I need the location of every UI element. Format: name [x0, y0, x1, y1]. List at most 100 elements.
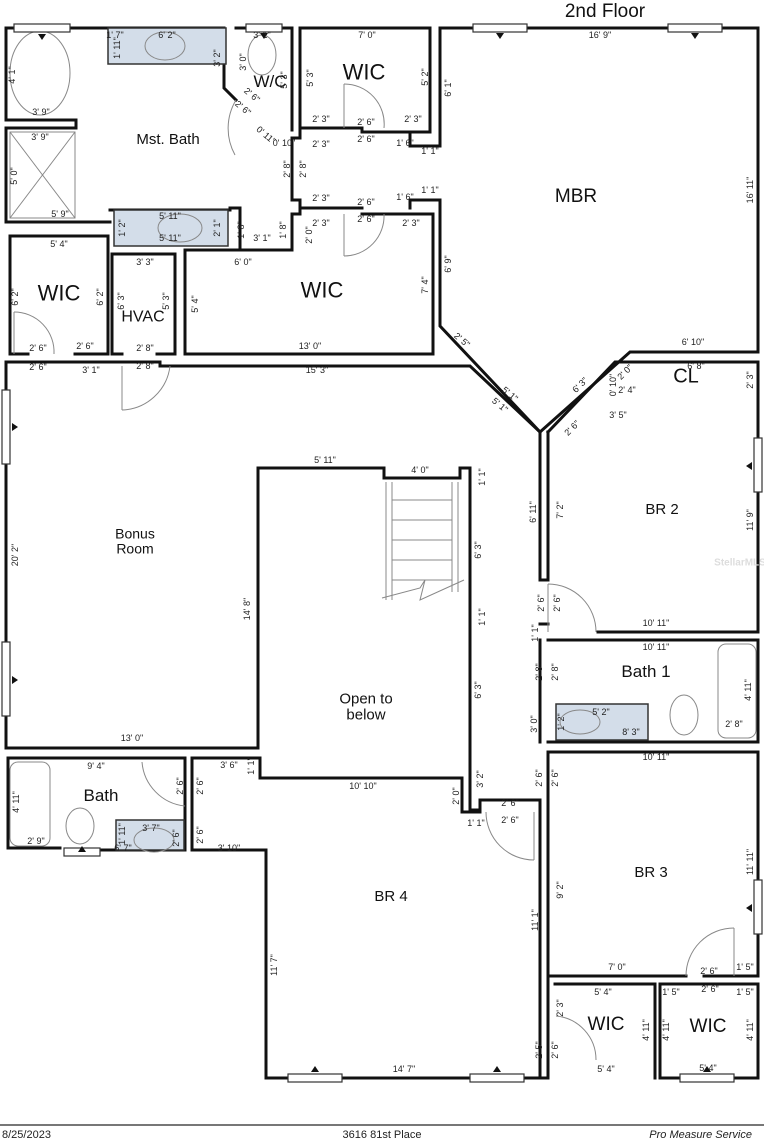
room-label-wic-bottom-right: WIC — [689, 1016, 727, 1038]
dimension-label: 10' 10" — [349, 781, 377, 791]
dimension-label: 11' 11" — [745, 848, 755, 876]
dimension-label: 7' 2" — [555, 501, 565, 519]
dimension-label: 6' 2" — [158, 30, 176, 40]
dimension-label: 3' 2" — [212, 49, 222, 67]
dimension-label: 3' 0" — [238, 53, 248, 71]
dimension-label: 2' 0" — [451, 787, 461, 805]
dimension-label: 1' 8" — [278, 221, 288, 239]
floor-title: 2nd Floor — [564, 1, 646, 22]
dimension-label: 2' 3" — [312, 193, 330, 203]
room-label-closet: CL — [673, 365, 699, 388]
dimension-label: 4' 11" — [745, 1019, 755, 1041]
dimension-label: 13' 0" — [120, 733, 144, 743]
dimension-label: 1' 5" — [662, 987, 680, 997]
dimension-label: 5' 2" — [592, 707, 610, 717]
room-label-mbr: MBR — [554, 186, 598, 208]
dimension-label: 1' 1" — [421, 146, 439, 156]
room-label-br2: BR 2 — [645, 501, 679, 519]
dimension-label: 2' 8" — [282, 160, 292, 178]
dimension-label: 9' 4" — [87, 761, 105, 771]
dimension-label: 1' 2" — [556, 713, 566, 731]
dimension-label: 7' 0" — [358, 30, 376, 40]
dimension-label: 1' 11" — [117, 823, 127, 845]
dimension-label: 16' 11" — [745, 176, 755, 204]
dimension-label: 10' 11" — [642, 618, 670, 628]
counters — [107, 27, 649, 851]
dimension-label: 3' 7" — [142, 823, 160, 833]
dimension-label: 6' 0" — [234, 257, 252, 267]
footer-date: 8/25/2023 — [2, 1129, 51, 1141]
dimension-label: 2' 6" — [550, 769, 560, 787]
dimension-label: 3' 1" — [253, 233, 271, 243]
dimension-label: 1' 1" — [421, 185, 439, 195]
dimension-label: 11' 7" — [269, 954, 279, 976]
room-label-wic-left: WIC — [37, 280, 81, 306]
dimension-label: 11' 9" — [745, 509, 755, 531]
dimension-label: 2' 6" — [501, 798, 519, 808]
dimension-label: 4' 1" — [7, 66, 17, 84]
room-label-wic-top: WIC — [342, 59, 386, 85]
dimension-label: 20' 2" — [10, 543, 20, 567]
dimension-label: 2' 1" — [212, 219, 222, 237]
room-label-br4: BR 4 — [374, 888, 408, 906]
dimension-label: 5' 3" — [279, 71, 289, 89]
dimension-label: 15' 3" — [305, 365, 329, 375]
dimension-label: 6' 2" — [95, 288, 105, 306]
dimension-label: 5' 2" — [420, 68, 430, 86]
room-label-open-to-below: Open to below — [339, 690, 393, 723]
dimension-label: 10' 11" — [642, 752, 670, 762]
dimension-label: 6' 1" — [443, 79, 453, 97]
dimension-label: 1' 5" — [736, 962, 754, 972]
dimension-label: 4' 11" — [641, 1019, 651, 1041]
dimension-label: 3' 1" — [253, 30, 271, 40]
dimension-label: 2' 4" — [618, 385, 636, 395]
dimension-label: 4' 11" — [11, 791, 21, 813]
dimension-label: 6' 9" — [443, 255, 453, 273]
room-label-wic-mid: WIC — [300, 277, 344, 303]
dimension-label: 5' 9" — [51, 209, 69, 219]
room-label-wc: W/C — [253, 72, 287, 92]
dimension-label: 2' 8" — [298, 160, 308, 178]
room-label-wic-bottom-left: WIC — [587, 1014, 625, 1036]
dimension-label: 2' 8" — [550, 663, 560, 681]
dimension-label: 5' 3" — [305, 69, 315, 87]
dimension-label: 2' 8" — [534, 663, 544, 681]
dimension-label: 13' 0" — [298, 341, 322, 351]
dimension-label: 2' 6" — [357, 214, 375, 224]
dimension-label: 7' 0" — [608, 962, 626, 972]
dimension-label: 1' 11" — [112, 37, 122, 59]
dimension-label: 2' 6" — [29, 343, 47, 353]
dimension-label: 2' 6" — [175, 777, 185, 795]
dimension-label: 14' 7" — [392, 1064, 416, 1074]
room-label-hvac: HVAC — [121, 308, 165, 326]
dimension-label: 6' 3" — [116, 292, 126, 310]
dimension-label: 8' 3" — [622, 727, 640, 737]
dimension-label: 6' 3" — [473, 541, 483, 559]
dimension-label: 4' 11" — [743, 679, 753, 701]
dimension-label: 1' 6" — [396, 192, 414, 202]
window-markers — [12, 33, 752, 1072]
dimension-label: 3' 10" — [217, 843, 241, 853]
dimension-label: 2' 5" — [534, 1041, 544, 1059]
dimension-label: 9' 2" — [555, 881, 565, 899]
dimension-label: 1' 6" — [396, 138, 414, 148]
dimension-label: 1' 8" — [236, 221, 246, 239]
walls — [4, 26, 760, 1080]
dimension-label: 2' 6" — [534, 769, 544, 787]
dimension-label: 6' 3" — [473, 681, 483, 699]
dimension-label: 1' 1" — [477, 608, 487, 626]
dimension-label: 5' 4" — [699, 1063, 717, 1073]
dimension-label: 3' 6" — [220, 760, 238, 770]
dimension-label: 2' 6" — [29, 362, 47, 372]
dimension-label: 3' 9" — [31, 132, 49, 142]
footer-divider — [0, 1124, 764, 1126]
dimension-label: 6' 2" — [10, 288, 20, 306]
dimension-label: 16' 9" — [588, 30, 612, 40]
dimension-label: 3' 1" — [82, 365, 100, 375]
dimension-label: 7' 4" — [420, 276, 430, 294]
dimension-label: 5' 0" — [9, 167, 19, 185]
dimension-label: 6' 11" — [528, 501, 538, 523]
dimension-label: 6' 7" — [114, 843, 132, 853]
dimension-label: 10' 11" — [642, 642, 670, 652]
